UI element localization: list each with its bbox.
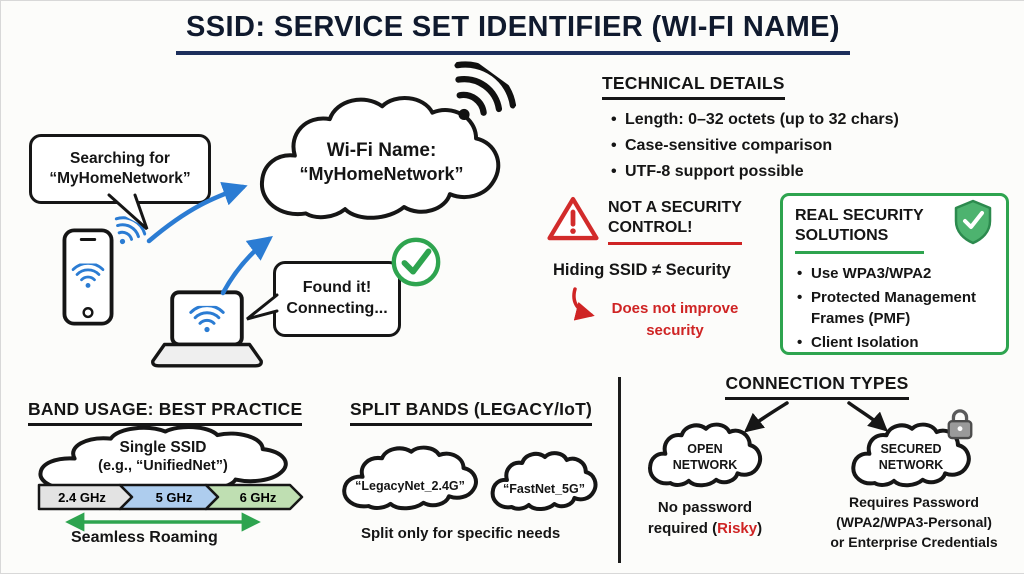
security-solutions-list: Use WPA3/WPA2 Protected Management Frame… bbox=[795, 263, 994, 353]
security-item: Client Isolation bbox=[795, 332, 994, 353]
technical-item: Length: 0–32 octets (up to 32 chars) bbox=[609, 107, 1009, 133]
open-desc-line2: required (Risky) bbox=[647, 520, 763, 537]
risky-label: Risky bbox=[717, 520, 758, 537]
search-bubble-line1: Searching for bbox=[70, 149, 170, 167]
single-ssid-line1: Single SSID bbox=[119, 439, 207, 456]
secured-desc-line1: Requires Password bbox=[849, 494, 979, 510]
seamless-roaming-label: Seamless Roaming bbox=[71, 529, 218, 546]
warning-note-line1: Does not improve bbox=[611, 300, 739, 317]
no-improve-arrow bbox=[572, 287, 595, 321]
security-item: Use WPA3/WPA2 bbox=[795, 263, 994, 284]
secured-desc-line3: or Enterprise Credentials bbox=[830, 533, 998, 550]
section-divider bbox=[618, 377, 621, 563]
page-title: SSID: SERVICE SET IDENTIFIER (WI-FI NAME… bbox=[176, 9, 850, 55]
found-bubble-line1: Found it! bbox=[302, 279, 372, 297]
band-label-24ghz: 2.4 GHz bbox=[58, 490, 106, 505]
technical-item: Case-sensitive comparison bbox=[609, 133, 1009, 159]
warning-heading-line1: NOT A SECURITY bbox=[608, 199, 742, 216]
secured-network-line1: SECURED bbox=[880, 442, 942, 456]
title-block: SSID: SERVICE SET IDENTIFIER (WI-FI NAME… bbox=[1, 9, 1024, 55]
technical-item: UTF-8 support possible bbox=[609, 159, 1009, 185]
laptop-icon bbox=[151, 290, 263, 368]
security-warning-note: Does not improve security bbox=[599, 298, 751, 342]
security-heading-line2: SOLUTIONS bbox=[795, 227, 889, 244]
hiding-ssid-statement: Hiding SSID ≠ Security bbox=[553, 261, 731, 279]
secured-network-line2: NETWORK bbox=[878, 457, 944, 472]
wifi-name-cloud-label: Wi-Fi Name: “MyHomeNetwork” bbox=[279, 139, 484, 185]
split-bands-note: Split only for specific needs bbox=[361, 525, 561, 542]
security-item: Protected Management Frames (PMF) bbox=[795, 287, 994, 329]
secured-network-label: SECURED NETWORK bbox=[857, 442, 965, 473]
technical-details-heading: TECHNICAL DETAILS bbox=[602, 73, 785, 100]
warning-note-line2: security bbox=[646, 321, 704, 339]
security-heading-line1: REAL SECURITY bbox=[795, 207, 924, 224]
laptop-to-cloud-arrow bbox=[220, 236, 273, 296]
open-network-desc: No password required (Risky) bbox=[631, 497, 779, 539]
secured-desc-line2: (WPA2/WPA3-Personal) bbox=[836, 513, 992, 530]
single-ssid-line2: (e.g., “UnifiedNet”) bbox=[98, 458, 228, 475]
technical-details-list: Length: 0–32 octets (up to 32 chars) Cas… bbox=[609, 107, 1009, 185]
open-network-line2: NETWORK bbox=[672, 457, 738, 472]
legacynet-label: “LegacyNet_2.4G” bbox=[355, 479, 465, 493]
single-ssid-label: Single SSID (e.g., “UnifiedNet”) bbox=[57, 438, 269, 476]
warning-triangle-icon bbox=[547, 196, 599, 241]
band-segment-6ghz bbox=[204, 483, 304, 511]
search-speech-bubble: Searching for “MyHomeNetwork” bbox=[29, 134, 211, 204]
warning-heading: NOT A SECURITY CONTROL! bbox=[608, 198, 742, 245]
cloud-label-line1: Wi-Fi Name: bbox=[326, 140, 437, 161]
fastnet-label: “FastNet_5G” bbox=[503, 482, 585, 496]
security-box-heading: REAL SECURITY SOLUTIONS bbox=[795, 206, 924, 254]
smartphone-icon bbox=[62, 228, 114, 326]
band-label-6ghz: 6 GHz bbox=[240, 490, 277, 505]
check-circle-icon bbox=[391, 237, 441, 287]
search-bubble-line2: “MyHomeNetwork” bbox=[49, 170, 191, 187]
shield-check-icon bbox=[954, 199, 992, 245]
band-usage-heading: BAND USAGE: BEST PRACTICE bbox=[28, 399, 303, 426]
split-bands-heading: SPLIT BANDS (LEGACY/IoT) bbox=[350, 399, 593, 426]
found-speech-bubble: Found it! Connecting... bbox=[273, 261, 401, 337]
open-desc-line1: No password bbox=[657, 499, 753, 516]
open-network-label: OPEN NETWORK bbox=[654, 442, 756, 473]
band-bar: 2.4 GHz 5 GHz 6 GHz bbox=[37, 483, 304, 511]
band-label-5ghz: 5 GHz bbox=[156, 490, 193, 505]
warning-heading-line2: CONTROL! bbox=[608, 219, 693, 236]
open-network-line1: OPEN bbox=[687, 442, 723, 456]
connection-types-heading: CONNECTION TYPES bbox=[701, 373, 933, 400]
padlock-icon bbox=[947, 409, 973, 440]
cloud-label-line2: “MyHomeNetwork” bbox=[299, 163, 464, 184]
found-bubble-line2: Connecting... bbox=[286, 300, 388, 317]
secured-network-desc: Requires Password (WPA2/WPA3-Personal) o… bbox=[819, 493, 1009, 553]
